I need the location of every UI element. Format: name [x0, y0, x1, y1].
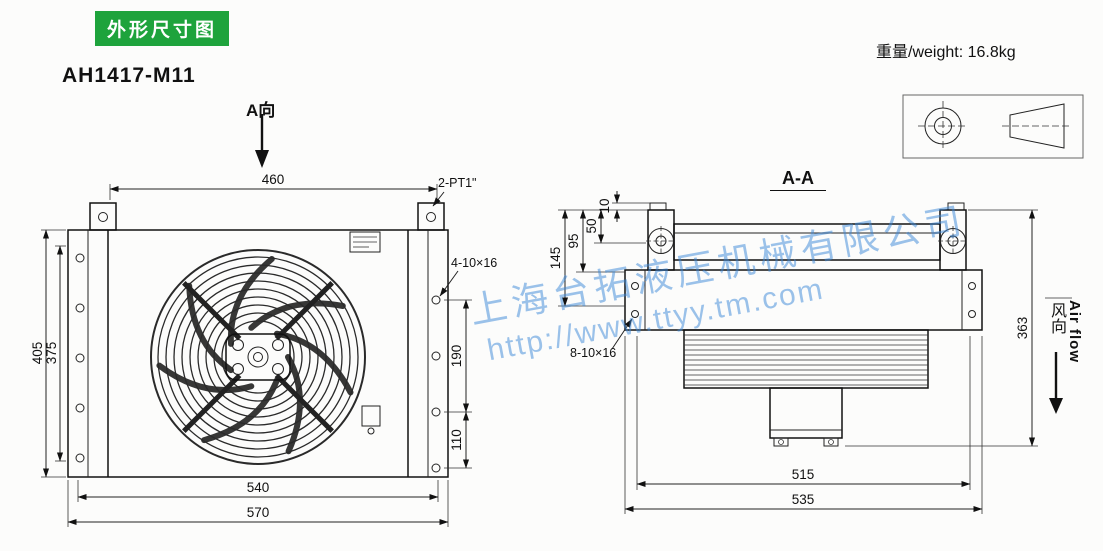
label-ports: 2-PT1" — [432, 176, 476, 207]
projection-symbol — [902, 94, 1084, 159]
dim-535-label: 535 — [792, 492, 815, 507]
dim-460: 460 — [109, 172, 438, 200]
model-number: AH1417-M11 — [62, 64, 196, 87]
mounting-holes-left — [75, 253, 85, 463]
front-view: 460 2-PT1" 405 375 — [30, 114, 497, 527]
dim-405: 405 — [30, 229, 66, 478]
dim-50: 50 — [584, 209, 605, 244]
dim-363-label: 363 — [1015, 317, 1030, 340]
section-title: A-A — [770, 168, 826, 191]
mounting-holes-right — [431, 295, 441, 473]
dim-363: 363 — [845, 209, 1038, 447]
cooler-body — [67, 229, 449, 478]
port-boss-left — [89, 202, 117, 231]
port-hole-left — [98, 212, 108, 222]
dim-110: 110 — [444, 411, 472, 469]
dim-570-label: 570 — [247, 505, 270, 520]
dim-110-label: 110 — [449, 429, 464, 451]
dim-145: 145 — [548, 209, 569, 307]
dim-10-label: 10 — [597, 198, 612, 213]
dim-190: 190 — [444, 299, 472, 413]
dim-375: 375 — [44, 245, 66, 462]
label-front-holes-text: 4-10×16 — [451, 256, 497, 270]
airflow-label-en: Air flow — [1066, 300, 1083, 363]
label-section-holes: 8-10×16 — [570, 318, 633, 360]
section-frame — [624, 269, 983, 331]
dim-145-label: 145 — [548, 247, 563, 270]
label-ports-text: 2-PT1" — [438, 176, 476, 190]
dim-50-label: 50 — [584, 218, 599, 233]
view-a-label: A向 — [246, 101, 276, 120]
dim-535: 535 — [624, 336, 983, 514]
section-left-dims: 10 50 95 145 — [548, 191, 650, 307]
port-boss-right — [417, 202, 445, 231]
airflow-label-cn: 风向 — [1048, 302, 1065, 334]
fan-guard-rings — [150, 249, 366, 465]
fan-hub — [225, 333, 291, 381]
dim-190-label: 190 — [449, 345, 464, 368]
dim-515-label: 515 — [792, 467, 815, 482]
airflow-arrow — [1045, 297, 1072, 414]
dim-375-label: 375 — [44, 342, 59, 365]
nameplate — [349, 231, 381, 253]
title-badge: 外形尺寸图 — [95, 11, 230, 46]
dim-95-label: 95 — [566, 233, 581, 248]
dim-95: 95 — [566, 209, 587, 273]
view-a-arrow — [255, 114, 269, 168]
section-fin-core — [683, 329, 929, 389]
dim-540: 540 — [77, 480, 439, 502]
dim-540-label: 540 — [247, 480, 270, 495]
label-front-holes: 4-10×16 — [439, 256, 497, 297]
fan — [150, 249, 366, 465]
dim-460-label: 460 — [262, 172, 285, 187]
dim-10: 10 — [597, 191, 621, 222]
section-top-assembly — [646, 202, 968, 271]
weight-label: 重量/weight: 16.8kg — [876, 44, 1016, 61]
dim-570: 570 — [67, 480, 449, 527]
section-bottom-block — [769, 387, 843, 447]
fan-guard-arms — [182, 281, 334, 433]
label-section-holes-text: 8-10×16 — [570, 346, 616, 360]
dim-405-label: 405 — [30, 342, 45, 365]
dim-515: 515 — [636, 336, 971, 490]
section-view: 10 50 95 145 8-10×16 — [548, 191, 1072, 514]
junction-box — [361, 405, 381, 435]
port-hole-right — [426, 212, 436, 222]
